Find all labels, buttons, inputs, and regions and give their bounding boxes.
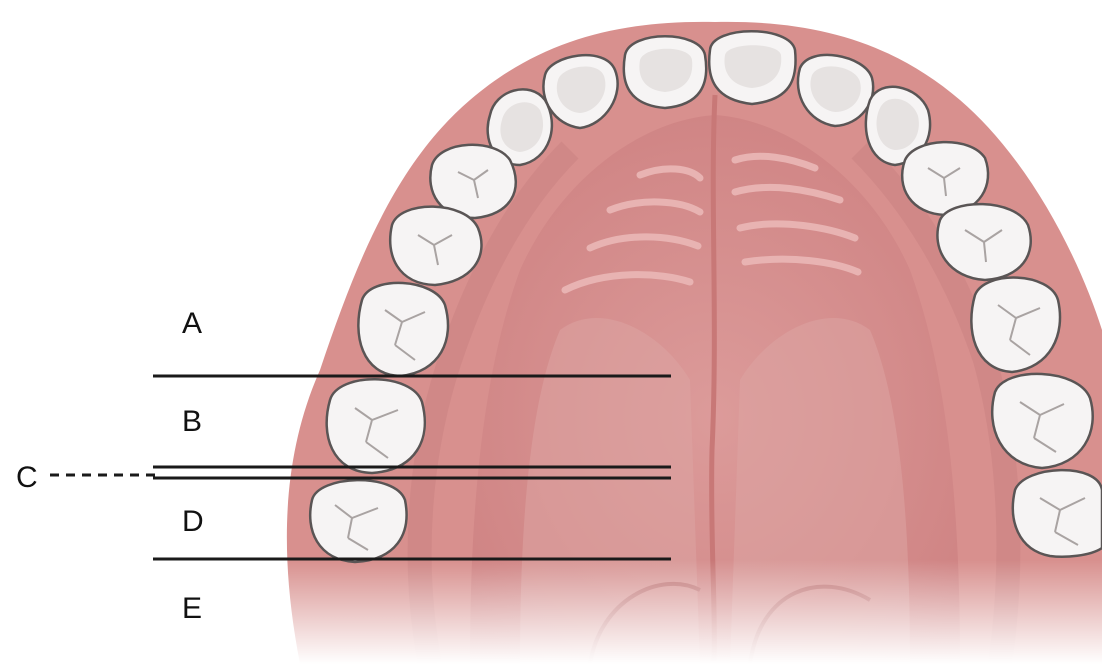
- tooth-second-molar-right: [992, 374, 1093, 468]
- tooth-third-molar-right: [1013, 470, 1102, 557]
- label-d: D: [182, 505, 204, 538]
- tooth-central-incisor-right: [709, 31, 795, 104]
- label-c: C: [16, 461, 38, 494]
- label-e: E: [182, 592, 202, 625]
- tooth-first-molar-left: [358, 283, 448, 376]
- tooth-second-premolar-right: [937, 204, 1030, 280]
- tooth-second-premolar-left: [390, 207, 481, 285]
- label-a: A: [182, 307, 202, 340]
- tooth-third-molar-left: [310, 480, 406, 562]
- label-b: B: [182, 405, 202, 438]
- tooth-central-incisor-left: [624, 36, 706, 108]
- bottom-fade: [280, 560, 1102, 664]
- tooth-second-molar-left: [327, 379, 425, 473]
